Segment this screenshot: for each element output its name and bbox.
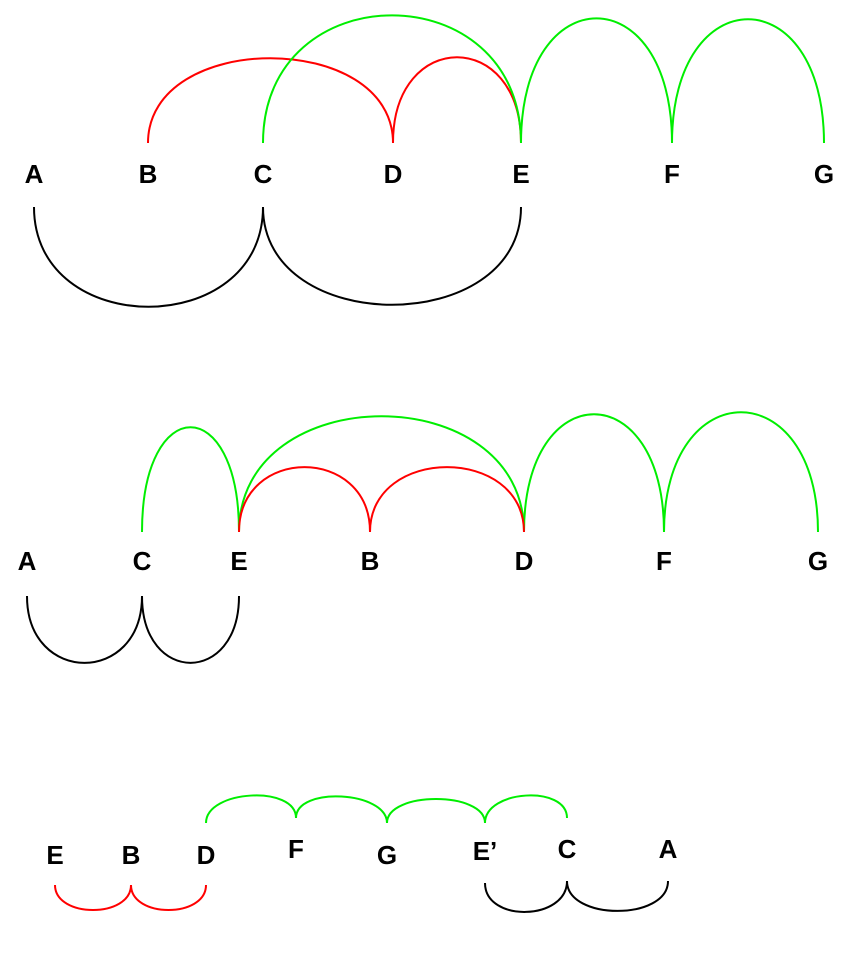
- node-label-g: G: [808, 546, 828, 576]
- arc-b-d-red: [147, 57, 394, 144]
- diagram-top: A B C D E F G: [25, 14, 834, 308]
- node-label-c: C: [254, 159, 273, 189]
- arc-f-g-green: [671, 18, 825, 144]
- arc-d-f-green: [523, 413, 665, 533]
- node-label-e: E: [512, 159, 529, 189]
- node-label-e: E: [46, 840, 63, 870]
- node-label-f: F: [664, 159, 680, 189]
- node-label-f: F: [656, 546, 672, 576]
- arc-e-f-green: [520, 17, 673, 144]
- diagram-bottom: E B D F G E’ C A: [46, 794, 678, 913]
- node-label-e: E: [230, 546, 247, 576]
- node-label-a: A: [18, 546, 37, 576]
- node-label-d: D: [197, 840, 216, 870]
- arc-e-c-green: [484, 794, 568, 824]
- node-label-d: D: [515, 546, 534, 576]
- node-label-f: F: [288, 834, 304, 864]
- node-label-c: C: [558, 834, 577, 864]
- node-label-a: A: [25, 159, 44, 189]
- node-label-g: G: [814, 159, 834, 189]
- arc-d-e-red: [392, 56, 522, 144]
- arc-a-c-black: [33, 206, 264, 308]
- arc-c-e-black: [141, 595, 240, 664]
- arc-c-a-black: [566, 880, 669, 912]
- node-label-g: G: [377, 840, 397, 870]
- node-label-b: B: [122, 840, 141, 870]
- arc-c-e-green: [262, 14, 522, 144]
- arc-b-d-red: [130, 884, 207, 911]
- node-label-c: C: [133, 546, 152, 576]
- node-label-b: B: [361, 546, 380, 576]
- node-label-b: B: [139, 159, 158, 189]
- arc-e-b-red: [238, 466, 371, 533]
- arc-e-c-black: [484, 880, 568, 913]
- node-label-d: D: [384, 159, 403, 189]
- node-label-a: A: [659, 834, 678, 864]
- arc-g-e-green: [386, 798, 486, 824]
- arc-c-e-green: [141, 426, 240, 533]
- arc-a-c-black: [26, 595, 143, 664]
- arc-d-f-green: [205, 794, 297, 824]
- node-label-e: E’: [473, 836, 498, 866]
- arc-b-d-red: [369, 466, 525, 533]
- arc-e-d-green: [238, 415, 525, 533]
- arc-c-e-black: [262, 206, 522, 306]
- arc-f-g-green: [663, 411, 819, 533]
- arc-f-g-green: [295, 795, 388, 824]
- arc-e-b-red: [54, 884, 132, 911]
